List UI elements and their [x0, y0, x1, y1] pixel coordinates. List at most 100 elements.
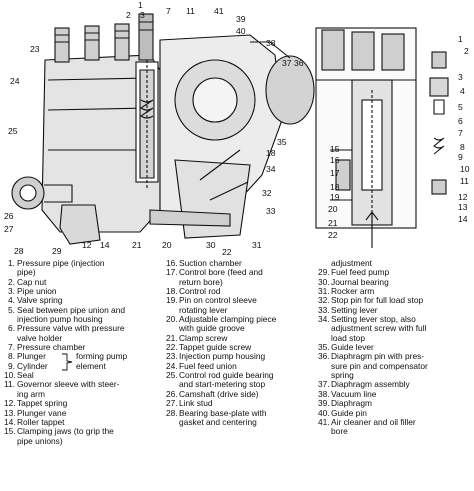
callout-number: 16 — [330, 155, 340, 165]
legend-item: 33.Setting lever — [318, 304, 378, 315]
legend-column-2: 16.Suction chamber 17.Control bore (feed… — [166, 258, 316, 427]
callout-number: 19 — [330, 192, 340, 202]
callout-number: 14 — [458, 214, 468, 224]
legend-item: 10.Seal — [4, 370, 34, 381]
callout-number: 12 — [458, 192, 468, 202]
legend-item: 34.Setting lever stop, also adjustment s… — [318, 314, 427, 343]
callout-number: 33 — [266, 206, 276, 216]
callout-number: 11 — [460, 176, 469, 186]
callout-number: 34 — [266, 164, 276, 174]
legend-item: 23.Injection pump housing — [166, 351, 266, 362]
callout-number: 40 — [236, 26, 246, 36]
callout-number: 37 — [282, 58, 292, 68]
callout-number: 12 — [82, 240, 92, 250]
callout-number: 24 — [10, 76, 20, 86]
legend-item: 20.Adjustable clamping piece with guide … — [166, 314, 277, 334]
legend-item: 2.Cap nut — [8, 276, 47, 287]
legend-item: 28.Bearing base-plate with gasket and ce… — [166, 407, 267, 427]
legend-item: 15.Clamping jaws (to grip the pipe union… — [4, 426, 114, 446]
legend-column-3: adjustment 29.Fuel feed pump 30.Journal … — [318, 258, 472, 437]
legend-bracket — [62, 353, 73, 371]
legend-item: 19.Pin on control sleeve rotating lever — [166, 295, 257, 315]
callout-number: 13 — [458, 202, 468, 212]
callout-number: 20 — [162, 240, 172, 250]
legend-continuation: adjustment — [331, 258, 372, 268]
callout-number: 6 — [458, 116, 463, 126]
pump-element-section-drawing — [315, 27, 449, 248]
callout-number: 26 — [4, 211, 14, 221]
callout-number: 36 — [294, 58, 304, 68]
callout-number: 2 — [126, 10, 131, 20]
legend-item: 27.Link stud — [166, 398, 213, 409]
callout-number: 28 — [14, 246, 24, 256]
callout-number: 22 — [222, 247, 232, 257]
callout-number: 23 — [30, 44, 40, 54]
legend-item: 41.Air cleaner and oil filler bore — [318, 416, 416, 437]
callout-number: 15 — [330, 144, 340, 154]
legend-item: 14.Roller tappet — [4, 416, 65, 427]
legend-item: 21.Clamp screw — [166, 332, 228, 343]
callout-number: 11 — [186, 6, 195, 16]
callout-number: 30 — [206, 240, 216, 250]
callout-number: 17 — [330, 168, 340, 178]
callout-number: 2 — [464, 46, 469, 56]
callout-number: 39 — [236, 14, 246, 24]
callout-number: 21 — [328, 218, 338, 228]
callout-number: 41 — [214, 6, 224, 16]
legend-item: 4.Valve spring — [8, 295, 63, 306]
callout-number: 1 — [458, 34, 463, 44]
legend-item: 6.Pressure valve with pressure valve hol… — [8, 323, 125, 343]
legend-item: 39.Diaphragm — [318, 398, 372, 409]
callout-number: 4 — [460, 86, 465, 96]
legend-item: 18.Control rod — [166, 286, 221, 297]
callout-number: 1 — [138, 0, 143, 10]
callout-number: 3 — [458, 72, 463, 82]
main-pump-drawing — [11, 13, 315, 245]
callout-number: 31 — [252, 240, 262, 250]
legend-item: 22.Tappet guide screw — [166, 342, 252, 353]
callout-number: 21 — [132, 240, 142, 250]
callout-number: 8 — [460, 142, 465, 152]
legend-item: 11.Governor sleeve with steer- ing arm — [4, 379, 120, 399]
bracket-label: forming pump element — [76, 351, 128, 371]
legend-item: 38.Vacuum line — [318, 388, 377, 399]
legend-item: 32.Stop pin for full load stop — [318, 295, 424, 306]
callout-number: 7 — [458, 128, 463, 138]
legend-item: 25.Control rod guide bearing and start-m… — [166, 370, 274, 390]
callout-number: 22 — [328, 230, 338, 240]
callout-number: 25 — [8, 126, 18, 136]
callout-number: 14 — [100, 240, 110, 250]
callout-number: 9 — [458, 152, 463, 162]
legend-item: 36.Diaphragm pin with pres- sure pin and… — [318, 351, 428, 381]
legend-item: 30.Journal bearing — [318, 276, 389, 287]
legend-column-1: 1.Pressure pipe (injection pipe) 2.Cap n… — [4, 258, 166, 446]
legend-item: 37.Diaphragm assembly — [318, 379, 410, 390]
legend-item: 1.Pressure pipe (injection pipe) — [8, 258, 105, 278]
callout-number: 7 — [166, 6, 171, 16]
callout-number: 29 — [52, 246, 62, 256]
legend-item: 40.Guide pin — [318, 407, 367, 418]
callout-number: 20 — [328, 204, 338, 214]
legend-item: 26.Camshaft (drive side) — [166, 388, 259, 399]
legend-item: 9.Cylinder — [8, 360, 48, 371]
callout-number: 3 — [140, 10, 145, 20]
callout-number: 18 — [330, 182, 340, 192]
legend-item: 24.Fuel feed union — [166, 360, 237, 371]
parts-legend: 1.Pressure pipe (injection pipe) 2.Cap n… — [0, 258, 474, 491]
callout-number: 35 — [277, 137, 287, 147]
callout-number: 38 — [266, 38, 276, 48]
callout-number: 5 — [458, 102, 463, 112]
legend-item: 3.Pipe union — [8, 286, 57, 297]
legend-item: 29.Fuel feed pump — [318, 267, 390, 278]
legend-item: 7.Pressure chamber — [8, 342, 86, 353]
legend-item: 16.Suction chamber — [166, 258, 242, 268]
legend-item: 35.Guide lever — [318, 342, 374, 353]
legend-item: 8.Plunger — [8, 351, 46, 362]
legend-item: 13.Plunger vane — [4, 407, 67, 418]
callout-number: 32 — [262, 188, 272, 198]
callout-number: 10 — [460, 164, 470, 174]
callout-number: 27 — [4, 224, 14, 234]
legend-item: 12.Tappet spring — [4, 398, 68, 409]
pump-element-group: 8.Plunger 9.Cylinder forming pump elemen… — [4, 352, 166, 371]
